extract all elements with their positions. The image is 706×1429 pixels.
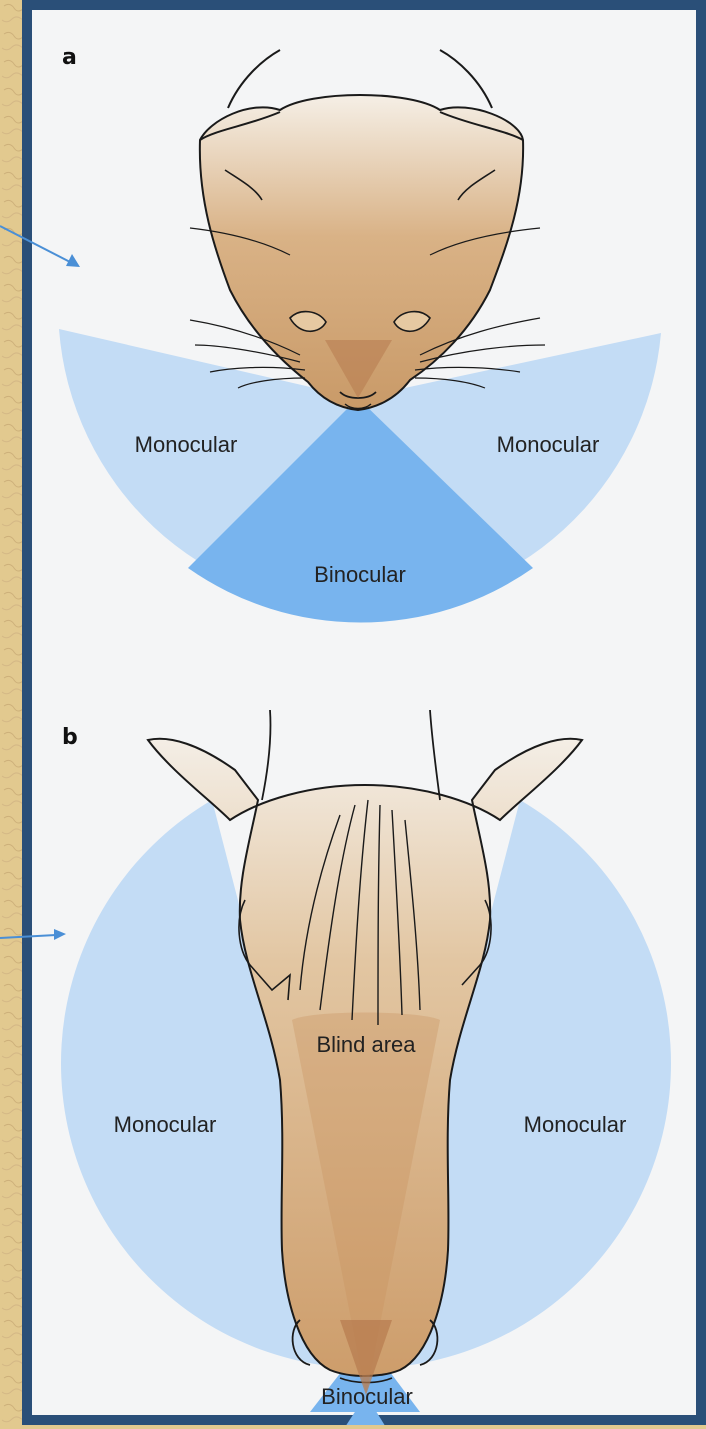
panel-b-letter: b bbox=[62, 725, 78, 750]
cat-monocular-left-label: Monocular bbox=[135, 432, 238, 457]
panel-a-letter: a bbox=[62, 45, 77, 70]
horse-binocular-label: Binocular bbox=[321, 1384, 413, 1409]
cat-binocular-label: Binocular bbox=[314, 562, 406, 587]
horse-monocular-right-label: Monocular bbox=[524, 1112, 627, 1137]
horse-blind-area-label: Blind area bbox=[316, 1032, 416, 1057]
horse-monocular-left-label: Monocular bbox=[114, 1112, 217, 1137]
cat-monocular-right-label: Monocular bbox=[497, 432, 600, 457]
